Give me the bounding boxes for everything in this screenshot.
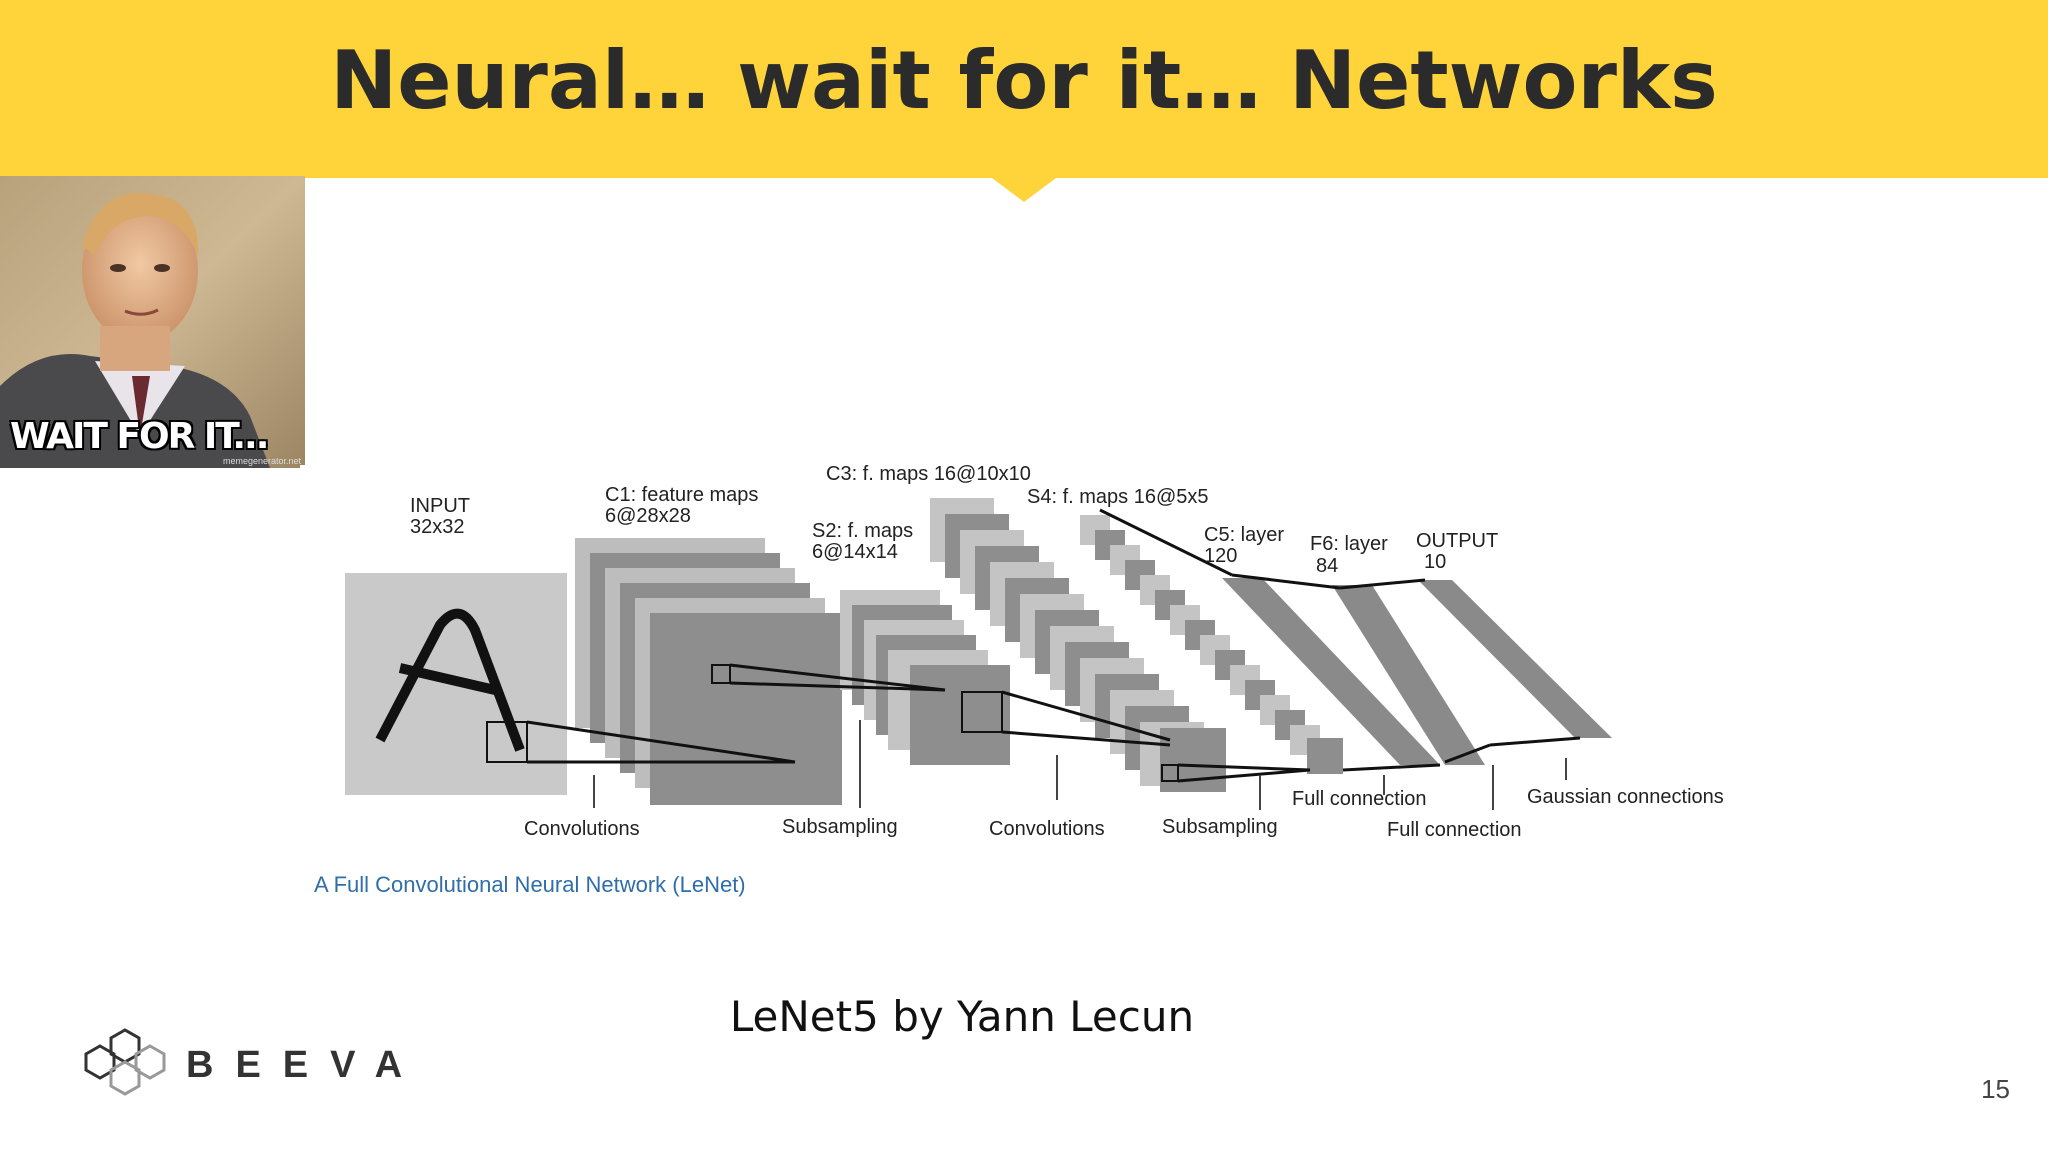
- label-input-size: 32x32: [410, 516, 465, 538]
- title-banner-notch: [992, 178, 1056, 202]
- c5-layer: [1222, 578, 1440, 765]
- f6-layer: [1332, 585, 1485, 765]
- output-layer: [1418, 580, 1612, 738]
- op-gaussian-connections: Gaussian connections: [1527, 786, 1724, 808]
- title-banner: [0, 0, 2048, 178]
- beeva-wordmark: BEEVA: [186, 1044, 425, 1086]
- meme-image: WAIT FOR IT... memegenerator.net: [0, 176, 305, 468]
- label-s2-size: 6@14x14: [812, 541, 898, 563]
- op-subsampling-1: Subsampling: [782, 816, 898, 838]
- label-c1: C1: feature maps: [605, 484, 758, 506]
- label-s2: S2: f. maps: [812, 520, 913, 542]
- label-c5: C5: layer: [1204, 524, 1284, 546]
- label-f6: F6: layer: [1310, 533, 1388, 555]
- meme-watermark: memegenerator.net: [222, 456, 301, 466]
- label-s4: S4: f. maps 16@5x5: [1027, 486, 1209, 508]
- meme-photo: [0, 176, 305, 468]
- slide-title: Neural… wait for it… Networks: [330, 34, 1718, 127]
- s4-feature-maps: [1080, 515, 1343, 774]
- label-c1-size: 6@28x28: [605, 505, 691, 527]
- label-c5-size: 120: [1204, 545, 1237, 567]
- slide-subtitle: LeNet5 by Yann Lecun: [729, 992, 1195, 1041]
- label-f6-size: 84: [1316, 555, 1338, 577]
- op-subsampling-2: Subsampling: [1162, 816, 1278, 838]
- label-input: INPUT: [410, 495, 470, 517]
- op-full-connection-2: Full connection: [1387, 819, 1522, 841]
- beeva-hexagon-icon: [84, 1028, 166, 1096]
- page-number: 15: [1981, 1074, 2010, 1104]
- meme-caption: WAIT FOR IT...: [10, 416, 269, 457]
- diagram-caption: A Full Convolutional Neural Network (LeN…: [314, 872, 746, 897]
- c3-feature-maps: [930, 498, 1226, 792]
- label-output: OUTPUT: [1416, 530, 1498, 552]
- op-full-connection-1: Full connection: [1292, 788, 1427, 810]
- label-output-size: 10: [1424, 551, 1446, 573]
- op-convolutions-2: Convolutions: [989, 818, 1105, 840]
- beeva-logo: BEEVA: [70, 1024, 410, 1114]
- label-c3: C3: f. maps 16@10x10: [826, 463, 1031, 485]
- op-convolutions-1: Convolutions: [524, 818, 640, 840]
